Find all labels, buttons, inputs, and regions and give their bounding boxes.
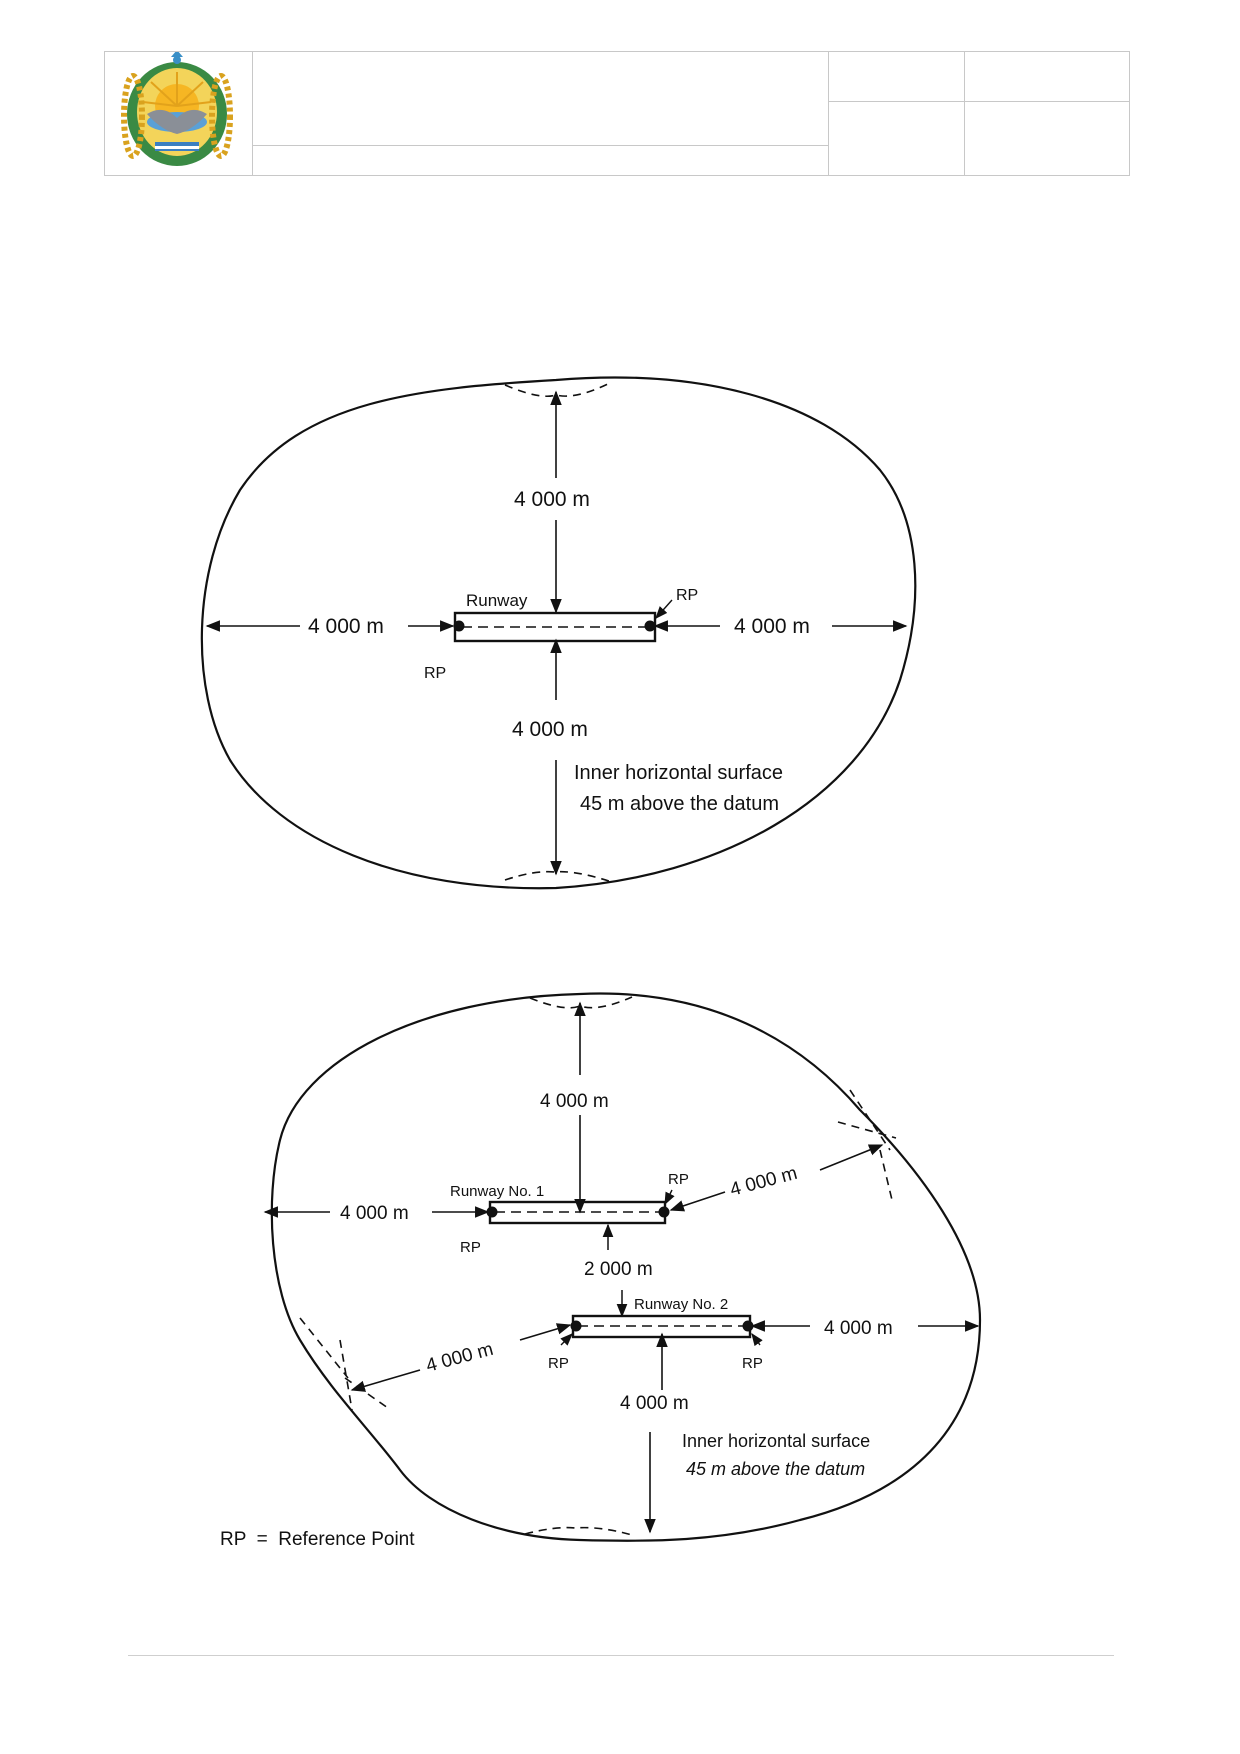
- runway-1-rp-right-leader: [664, 1189, 675, 1206]
- single-runway-figure: [200, 376, 917, 890]
- reference-point-right: [644, 620, 656, 632]
- dual-upper-right-dashed: [837, 1089, 897, 1201]
- dual-diagonal-lower-distance: 4 000 m: [424, 1339, 496, 1377]
- single-surface-label-1: Inner horizontal surface: [574, 762, 783, 784]
- dual-rp-runway-1-left: RP: [460, 1239, 481, 1256]
- runway-2-rp-right-leader: [751, 1332, 763, 1347]
- header-subtitle-cell: [252, 145, 829, 176]
- legend-reference-point: RP = Reference Point: [220, 1529, 415, 1550]
- dual-surface-label-1: Inner horizontal surface: [682, 1431, 870, 1451]
- header-title-cell: [252, 51, 829, 146]
- dual-right-distance: 4 000 m: [824, 1318, 893, 1339]
- dual-runway-figure: [263, 992, 982, 1542]
- single-left-distance: 4 000 m: [308, 615, 384, 638]
- dual-diagonal-upper-left: [669, 1191, 726, 1212]
- reference-point-left: [453, 620, 465, 632]
- runway-1-reference-point-right: [658, 1206, 670, 1218]
- runway-2-reference-point-right: [742, 1320, 754, 1332]
- dual-bottom-distance: 4 000 m: [620, 1393, 689, 1414]
- single-runway-label: Runway: [466, 591, 528, 610]
- dual-left-distance: 4 000 m: [340, 1203, 409, 1224]
- dual-diagonal-lower-right: [519, 1323, 572, 1341]
- dual-runway-1-label: Runway No. 1: [450, 1183, 544, 1200]
- dual-diagonal-lower-left: [350, 1369, 421, 1392]
- dual-runway-spacing: 2 000 m: [584, 1259, 653, 1280]
- emblem-cell: [104, 50, 253, 176]
- rp-right-leader: [655, 599, 673, 619]
- header-cell-bottom-left: [828, 101, 965, 176]
- dual-diagonal-upper-right: [819, 1144, 884, 1171]
- inner-horizontal-surface-boundary: [200, 376, 917, 890]
- dual-top-distance: 4 000 m: [540, 1091, 609, 1112]
- dual-rp-runway-2-left: RP: [548, 1355, 569, 1372]
- single-bottom-distance: 4 000 m: [512, 718, 588, 741]
- state-emblem-icon: [121, 50, 233, 166]
- header-cell-bottom-right: [964, 101, 1130, 176]
- bottom-dashed-arc: [504, 870, 613, 883]
- runway-1-reference-point-left: [486, 1206, 498, 1218]
- dual-rp-runway-2-right: RP: [742, 1355, 763, 1372]
- footer-rule: [128, 1655, 1114, 1656]
- single-right-distance: 4 000 m: [734, 615, 810, 638]
- dual-rp-runway-1-right: RP: [668, 1171, 689, 1188]
- single-rp-left-label: RP: [424, 665, 446, 682]
- single-surface-label-2: 45 m above the datum: [580, 793, 779, 815]
- top-dashed-arc: [504, 382, 611, 398]
- runway-2-rp-left-leader: [560, 1333, 573, 1346]
- dual-surface-label-2: 45 m above the datum: [686, 1459, 865, 1479]
- inner-horizontal-surface-boundary-dual: [270, 992, 982, 1542]
- dual-bottom-dashed-arc: [524, 1526, 633, 1536]
- dual-diagonal-upper-distance: 4 000 m: [728, 1163, 800, 1201]
- single-rp-right-label: RP: [676, 587, 698, 604]
- dual-lower-left-dashed: [299, 1317, 389, 1411]
- dual-top-dashed-arc: [529, 996, 633, 1009]
- document-header: [104, 50, 1130, 176]
- single-top-distance: 4 000 m: [514, 488, 590, 511]
- runway-2-reference-point-left: [570, 1320, 582, 1332]
- dual-runway-2-label: Runway No. 2: [634, 1296, 728, 1313]
- header-cell-top-left: [828, 51, 965, 102]
